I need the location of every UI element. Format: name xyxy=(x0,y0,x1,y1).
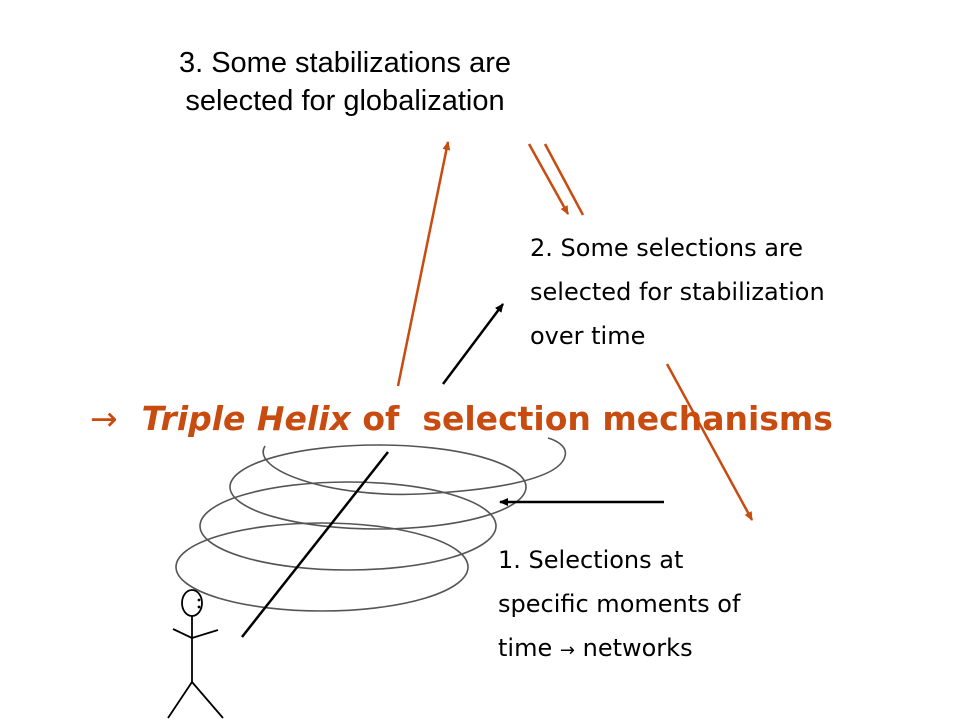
stage2-line2: selected for stabilization xyxy=(530,278,825,306)
red-arrows xyxy=(396,141,754,521)
headline-rest: of selection mechanisms xyxy=(362,399,833,438)
stage1-label: 1. Selections at specific moments of tim… xyxy=(498,538,838,673)
stage2-label: 2. Some selections are selected for stab… xyxy=(530,226,930,358)
arrow-to-selections xyxy=(665,363,754,521)
spiral-ring-top xyxy=(262,437,567,496)
figure-leg-left xyxy=(167,681,193,719)
stage1-line3-suffix: networks xyxy=(582,634,693,662)
stage2-line1: 2. Some selections are xyxy=(530,234,804,262)
right-arrow-icon: → xyxy=(559,640,575,661)
headline-italic: Triple Helix xyxy=(141,399,351,438)
diagonal-upper xyxy=(442,303,504,385)
spiral-ring-2 xyxy=(229,444,527,530)
arrow-to-globalization xyxy=(396,141,451,387)
stage3-line1: 3. Some stabilizations are xyxy=(178,47,512,79)
arrow-to-stabilization xyxy=(527,143,570,215)
headline: → Triple Helix of selection mechanisms xyxy=(90,394,950,444)
stage2-line3: over time xyxy=(530,322,646,350)
stage1-line3: time → networks xyxy=(498,626,838,673)
stage3-label: 3. Some stabilizations are selected for … xyxy=(95,44,595,120)
spiral-ring-4 xyxy=(175,522,469,612)
helix-spiral xyxy=(175,437,567,612)
stage1-line3-prefix: time xyxy=(498,634,553,662)
stage1-line2: specific moments of xyxy=(498,590,741,618)
headline-arrow-icon: → xyxy=(90,399,118,438)
spiral-ring-3 xyxy=(199,481,497,571)
stage1-line1: 1. Selections at xyxy=(498,546,684,574)
black-arrows xyxy=(241,303,664,638)
figure-leg-right xyxy=(191,681,224,719)
figure-arm-left xyxy=(172,628,193,639)
feedback-line xyxy=(543,143,585,216)
figure-head xyxy=(181,589,203,617)
figure-arm-right xyxy=(191,629,219,639)
stick-figure-icon xyxy=(167,589,224,719)
diagonal-lower xyxy=(241,451,389,638)
stage3-line2: selected for globalization xyxy=(185,85,505,117)
